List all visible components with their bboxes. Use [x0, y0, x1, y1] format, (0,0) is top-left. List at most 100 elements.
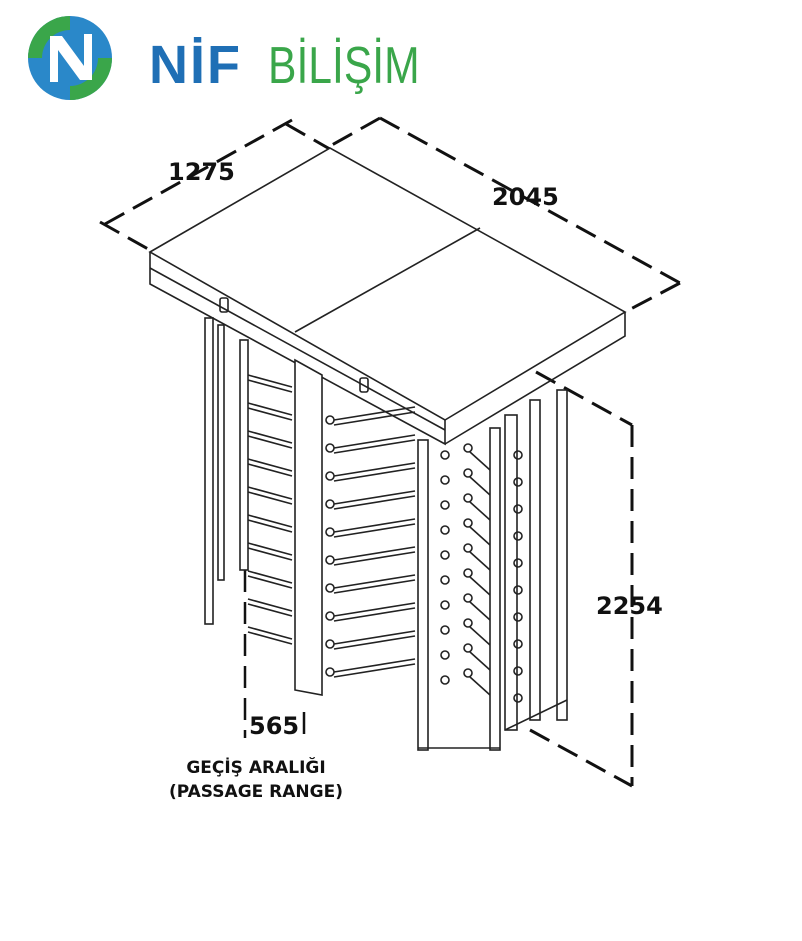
rotor-hub — [440, 575, 450, 585]
rotor-arm — [333, 607, 416, 622]
turnstile-frame — [204, 317, 568, 751]
rotor-arm — [333, 490, 416, 505]
rotor-arm — [333, 635, 416, 650]
rotor-hub — [325, 499, 335, 509]
rotor-hub — [463, 643, 473, 653]
rotor-arm — [333, 546, 416, 561]
rotor-arm — [469, 626, 491, 646]
rotor-arm — [247, 402, 293, 416]
rotor-hub — [513, 477, 523, 487]
rotor-arm — [247, 435, 293, 449]
length-dimension-label: 2045 — [492, 183, 559, 211]
rotor-hub — [463, 593, 473, 603]
rotor-arm — [333, 434, 416, 449]
rotor-arm — [247, 542, 293, 556]
rotor-hub — [513, 531, 523, 541]
rotor-hub — [513, 639, 523, 649]
dimension-lines — [99, 116, 681, 788]
rotor-hub — [325, 639, 335, 649]
rotor-arm — [247, 463, 293, 477]
rotor-arm — [247, 598, 293, 612]
rotor-arm — [247, 519, 293, 533]
rotor-arm — [247, 407, 293, 421]
rotor-hub — [325, 443, 335, 453]
rotor-arm — [469, 651, 491, 671]
rotor-hub — [463, 443, 473, 453]
passage-dimension-label: 565 — [249, 712, 300, 740]
rotor-hub — [513, 693, 523, 703]
rotor-hub — [440, 550, 450, 560]
rotor-arm — [333, 518, 416, 533]
rotor-arm — [247, 575, 293, 589]
company-logo: NİF BİLİŞİM — [22, 10, 420, 110]
rotor-hub — [440, 450, 450, 460]
rotor-arm — [247, 547, 293, 561]
rotor-arm — [333, 411, 416, 426]
rotor-arm — [469, 476, 491, 496]
rotor-hub — [440, 600, 450, 610]
rotor-arm — [469, 601, 491, 621]
rotor-arm — [469, 676, 491, 696]
rotor-hub — [463, 568, 473, 578]
rotor-arm — [469, 526, 491, 546]
roof-canopy — [148, 147, 627, 446]
rotor-arm — [247, 514, 293, 528]
rotor-arm — [333, 406, 416, 421]
rotor-arm — [247, 379, 293, 393]
rotor-hub — [513, 558, 523, 568]
rotor-hub — [440, 675, 450, 685]
rotor-hub — [325, 415, 335, 425]
rotor-arm — [333, 574, 416, 589]
rotor-hub — [325, 583, 335, 593]
rotor-hub — [463, 668, 473, 678]
rotor-hub — [440, 525, 450, 535]
rotor-arm — [247, 458, 293, 472]
logo-emblem-icon — [28, 16, 112, 100]
rotor-arm — [333, 551, 416, 566]
rotor-hub — [440, 475, 450, 485]
rotor-hub — [463, 518, 473, 528]
rotor-arm — [333, 523, 416, 538]
rotor-arm — [333, 630, 416, 645]
rotor-arm — [333, 462, 416, 477]
rotor-arm — [469, 451, 491, 471]
logo-brand-text: NİF — [149, 35, 242, 95]
rotor-arm — [333, 663, 416, 678]
rotor-hub — [463, 493, 473, 503]
rotor-arm — [333, 579, 416, 594]
rotor-hub — [463, 468, 473, 478]
rotor-arm — [333, 602, 416, 617]
rotor-hub — [463, 543, 473, 553]
rotor-arm — [247, 491, 293, 505]
rotor-hub — [440, 500, 450, 510]
rotor-hub — [325, 611, 335, 621]
rotor-arm — [333, 658, 416, 673]
rotor-arm — [333, 467, 416, 482]
rotor-arm — [247, 374, 293, 388]
rotor-arm — [333, 439, 416, 454]
rotor-hub — [440, 625, 450, 635]
rotor-arm — [247, 603, 293, 617]
rotor-arm — [247, 626, 293, 640]
rotor-hub — [513, 666, 523, 676]
rotor-arm — [469, 551, 491, 571]
passage-caption-tr: GEÇİŞ ARALIĞI — [186, 758, 326, 778]
rotor-arm — [469, 501, 491, 521]
rotor-hub — [513, 585, 523, 595]
rotor-arm — [333, 495, 416, 510]
rotor-arm — [247, 631, 293, 645]
width-dimension-label: 1275 — [168, 158, 235, 186]
rotor-hub — [513, 612, 523, 622]
rotor-hub — [513, 504, 523, 514]
rotor-hub — [325, 527, 335, 537]
rotor-hub — [440, 650, 450, 660]
rotor-hub — [463, 618, 473, 628]
rotor-arms — [247, 374, 523, 703]
rotor-arm — [247, 430, 293, 444]
rotor-hub — [325, 471, 335, 481]
rotor-arm — [247, 570, 293, 584]
passage-caption-en: (PASSAGE RANGE) — [168, 782, 343, 802]
rotor-hub — [325, 555, 335, 565]
rotor-hub — [513, 450, 523, 460]
